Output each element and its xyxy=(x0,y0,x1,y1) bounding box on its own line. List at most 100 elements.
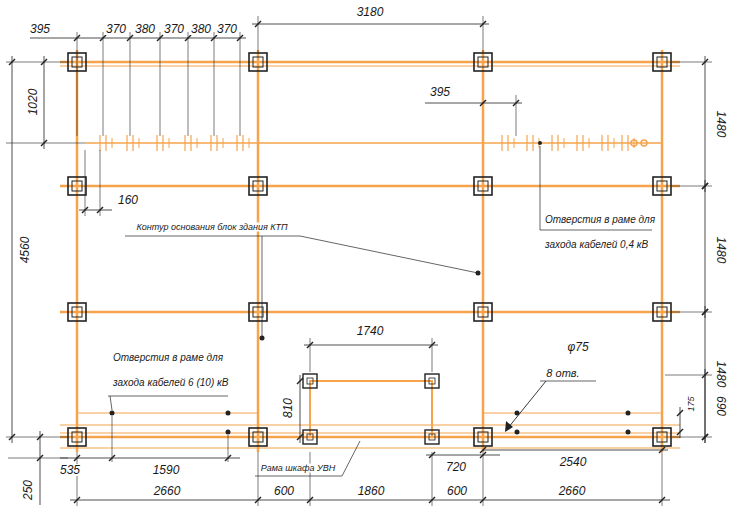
cable-hole xyxy=(631,140,637,146)
cabinet-post xyxy=(425,430,439,444)
dimension-text: 395 xyxy=(29,23,51,35)
dimension-text: 395 xyxy=(429,86,451,98)
column-post xyxy=(68,177,86,195)
dimension-tick xyxy=(185,35,191,41)
cable-hole-mark xyxy=(112,138,113,148)
dimension-text: 1590 xyxy=(152,464,181,476)
dimension-tick xyxy=(157,35,163,41)
dimension-line xyxy=(44,56,45,149)
cable-hole-mark xyxy=(184,135,185,151)
hole-dot xyxy=(626,430,631,435)
frame-beam xyxy=(60,311,680,314)
leader-line xyxy=(108,396,228,397)
cable-hole-line xyxy=(85,142,662,144)
cable-hole-mark xyxy=(126,135,127,151)
column-post xyxy=(249,53,267,71)
cable-hole-mark xyxy=(557,135,558,151)
cable-hole-mark xyxy=(249,138,250,148)
dimension-text: 250 xyxy=(22,479,34,501)
dimension-line xyxy=(680,407,681,438)
dimension-tick xyxy=(9,59,15,65)
frame-beam xyxy=(60,424,680,425)
column-post xyxy=(478,432,488,442)
dimension-tick xyxy=(237,35,243,41)
dimension-tick xyxy=(297,434,303,440)
column-post xyxy=(657,181,667,191)
leader-line xyxy=(540,146,541,230)
dimension-text: 1740 xyxy=(356,325,385,337)
cable-hole-mark xyxy=(210,135,211,151)
cable-hole-mark xyxy=(532,135,533,151)
column-post xyxy=(253,307,263,317)
dimension-text: 4560 xyxy=(19,236,31,265)
column-post xyxy=(249,177,267,195)
dimension-tick xyxy=(702,59,708,65)
leader-arrow xyxy=(505,421,513,432)
dimension-tick xyxy=(702,183,708,189)
dimension-text: 3180 xyxy=(356,6,385,18)
dimension-tick xyxy=(255,497,261,503)
dimension-tick xyxy=(702,372,708,378)
extension-line xyxy=(160,32,161,136)
dimension-text: 690 xyxy=(715,395,727,417)
column-post xyxy=(253,57,263,67)
dimension-text: 600 xyxy=(446,485,468,497)
extension-line xyxy=(188,32,189,136)
cable-hole-mark xyxy=(197,138,198,148)
cabinet-post xyxy=(303,374,317,388)
frame-beam xyxy=(661,50,664,452)
cable-hole-mark xyxy=(582,135,583,151)
leader-line xyxy=(110,396,112,410)
column-post xyxy=(72,181,82,191)
cabinet-post xyxy=(303,430,317,444)
column-post xyxy=(68,303,86,321)
hole-dot xyxy=(110,411,115,416)
dimension-tick xyxy=(480,100,486,106)
cable-hole-mark xyxy=(216,135,217,151)
dimension-tick xyxy=(211,35,217,41)
cable-hole-mark xyxy=(99,135,100,151)
dimension-tick xyxy=(9,434,15,440)
column-post xyxy=(653,428,671,446)
extension-line xyxy=(112,416,113,462)
hole-dot xyxy=(515,430,520,435)
frame-beam xyxy=(257,50,260,452)
dimension-tick xyxy=(74,35,80,41)
column-post xyxy=(474,428,492,446)
cable-hole-mark xyxy=(627,135,628,151)
extension-line xyxy=(130,32,131,136)
dimension-text: 370 xyxy=(163,23,185,35)
extension-line xyxy=(258,452,259,506)
column-post xyxy=(657,307,667,317)
leader-line xyxy=(540,230,652,231)
frame-beam xyxy=(483,413,662,414)
dimension-line xyxy=(705,180,706,318)
dimension-line xyxy=(12,56,13,443)
column-post xyxy=(249,303,267,321)
cabinet-post xyxy=(425,374,439,388)
column-post xyxy=(253,181,263,191)
dimension-line xyxy=(425,103,522,104)
cable-hole-mark xyxy=(156,135,157,151)
extension-line xyxy=(310,338,311,372)
cable-hole-mark xyxy=(551,135,552,151)
hole-dot xyxy=(226,411,231,416)
extension-line xyxy=(100,150,101,216)
cable-hole-mark xyxy=(621,135,622,151)
dimension-tick xyxy=(82,207,88,213)
callout-label: Контур основания блок здания КТП xyxy=(135,223,288,232)
dimension-tick xyxy=(41,59,47,65)
leader-line xyxy=(125,236,300,237)
hole-dot xyxy=(226,430,231,435)
cable-hole-mark xyxy=(223,138,224,148)
dimension-text: 370 xyxy=(105,23,127,35)
dimension-text: 2660 xyxy=(153,485,182,497)
dimension-tick xyxy=(97,207,103,213)
frame-beam xyxy=(60,61,680,64)
callout-label: 175 xyxy=(687,395,696,412)
leader-line xyxy=(342,441,360,476)
frame-beam xyxy=(77,413,258,414)
cable-hole-mark xyxy=(139,138,140,148)
dimension-line xyxy=(304,345,438,346)
